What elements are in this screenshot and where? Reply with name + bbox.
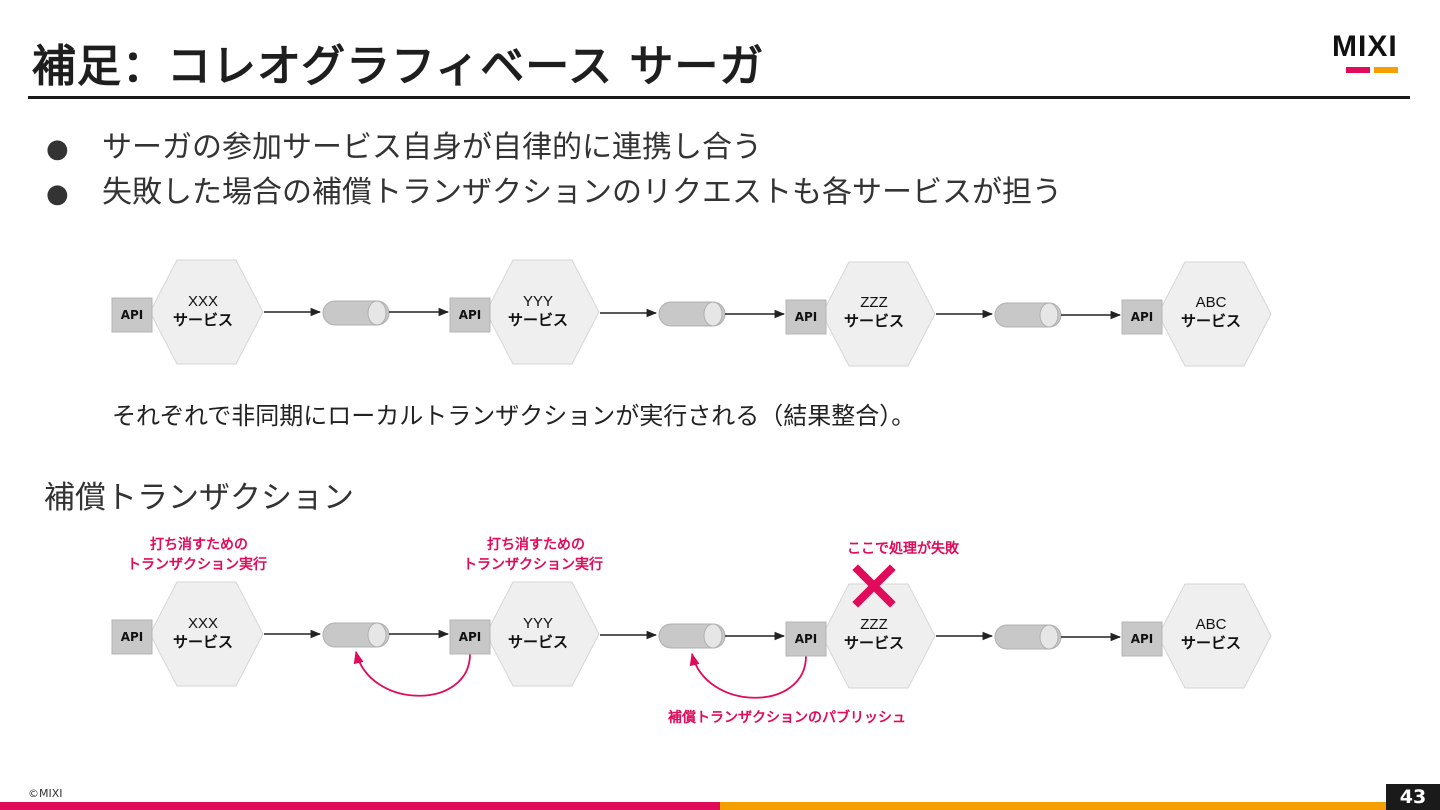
slide-title: 補足：コレオグラフィベース サーガ: [32, 41, 765, 92]
compensation-arrow: [689, 652, 807, 699]
queue-end: [703, 623, 723, 649]
api-label: API: [459, 630, 482, 644]
page-number: 43: [1386, 784, 1440, 810]
service-node: API ABC サービス: [1121, 583, 1272, 689]
service-sub: サービス: [173, 633, 233, 651]
service-sub: サービス: [1181, 634, 1241, 652]
service-name: ABC: [1196, 616, 1227, 633]
api-label: API: [459, 308, 482, 322]
queue-end: [1039, 624, 1059, 650]
service-sub: サービス: [844, 634, 904, 652]
api-box: [1121, 299, 1163, 335]
service-name: ZZZ: [860, 616, 888, 633]
undo-label: 打ち消すための: [487, 536, 585, 553]
service-hexagon: [1157, 583, 1272, 689]
queue-end: [367, 300, 387, 326]
queue-end: [703, 301, 723, 327]
diagram-1: API XXX サービス API YYY サービス API: [111, 259, 1272, 367]
event-queue: [658, 301, 726, 327]
api-box: [111, 297, 153, 333]
bullet-item: ● 失敗した場合の補償トランザクションのリクエストも各サービスが担う: [46, 171, 1062, 216]
event-queue: [658, 623, 726, 649]
event-queue: [322, 622, 390, 648]
failure-x-icon: [852, 564, 896, 608]
footer-bar-red: [0, 802, 720, 810]
service-name: YYY: [523, 293, 553, 310]
section-heading: 補償トランザクション: [44, 480, 354, 516]
title-divider: [28, 96, 1410, 99]
service-sub: サービス: [173, 311, 233, 329]
event-queue: [994, 624, 1062, 650]
api-box: [111, 619, 153, 655]
service-node: API ABC サービス: [1121, 261, 1272, 367]
api-box: [1121, 621, 1163, 657]
failure-label: ここで処理が失敗: [847, 540, 960, 557]
api-label: API: [795, 310, 818, 324]
api-label: API: [1131, 310, 1154, 324]
footer-bar-orange: [720, 802, 1440, 810]
undo-label: トランザクション実行: [463, 556, 603, 573]
logo-bar-orange: [1374, 67, 1398, 73]
service-sub: サービス: [844, 312, 904, 330]
service-hexagon: [149, 581, 264, 687]
logo-bar-red: [1346, 67, 1370, 73]
publish-label: 補償トランザクションのパブリッシュ: [667, 709, 906, 726]
service-sub: サービス: [508, 311, 568, 329]
service-name: ABC: [1196, 294, 1227, 311]
diagram-caption: それぞれで非同期にローカルトランザクションが実行される（結果整合）。: [112, 402, 916, 430]
service-node: API YYY サービス: [449, 259, 600, 365]
service-hexagon: [149, 259, 264, 365]
undo-label: トランザクション実行: [127, 556, 267, 573]
copyright-text: ©MIXI: [28, 787, 63, 800]
service-hexagon: [485, 581, 600, 687]
queue-end: [1039, 302, 1059, 328]
service-hexagon: [1157, 261, 1272, 367]
service-node: API YYY サービス: [449, 581, 600, 687]
service-name: ZZZ: [860, 294, 888, 311]
event-queue: [322, 300, 390, 326]
bullet-item: ● サーガの参加サービス自身が自律的に連携し合う: [46, 126, 1062, 171]
event-queue: [994, 302, 1062, 328]
api-label: API: [795, 632, 818, 646]
service-node: API XXX サービス: [111, 581, 264, 687]
mixi-logo: MIXI: [1332, 30, 1410, 76]
service-name: YYY: [523, 615, 553, 632]
bullet-text: 失敗した場合の補償トランザクションのリクエストも各サービスが担う: [102, 175, 1062, 210]
bullet-text: サーガの参加サービス自身が自律的に連携し合う: [102, 130, 762, 165]
service-hexagon: [821, 261, 936, 367]
service-node: API XXX サービス: [111, 259, 264, 365]
service-hexagon: [485, 259, 600, 365]
bullet-dot-icon: ●: [46, 134, 69, 164]
service-node: API ZZZ サービス: [785, 261, 936, 367]
api-box: [449, 619, 491, 655]
logo-wordmark: MIXI: [1332, 30, 1398, 63]
service-node: API ZZZ サービス: [785, 583, 936, 689]
api-label: API: [121, 630, 144, 644]
undo-label: 打ち消すための: [150, 536, 248, 553]
queue-end: [367, 622, 387, 648]
bullet-list: ● サーガの参加サービス自身が自律的に連携し合う ● 失敗した場合の補償トランザクシ…: [46, 126, 1062, 216]
api-label: API: [121, 308, 144, 322]
service-sub: サービス: [1181, 312, 1241, 330]
service-sub: サービス: [508, 633, 568, 651]
api-box: [785, 621, 827, 657]
bullet-dot-icon: ●: [46, 179, 69, 209]
api-label: API: [1131, 632, 1154, 646]
api-box: [785, 299, 827, 335]
service-name: XXX: [188, 293, 218, 310]
compensation-arrow: [353, 650, 471, 697]
api-box: [449, 297, 491, 333]
service-hexagon: [821, 583, 936, 689]
service-name: XXX: [188, 615, 218, 632]
diagram-2: 打ち消すための トランザクション実行 打ち消すための トランザクション実行 ここ…: [111, 536, 1272, 726]
